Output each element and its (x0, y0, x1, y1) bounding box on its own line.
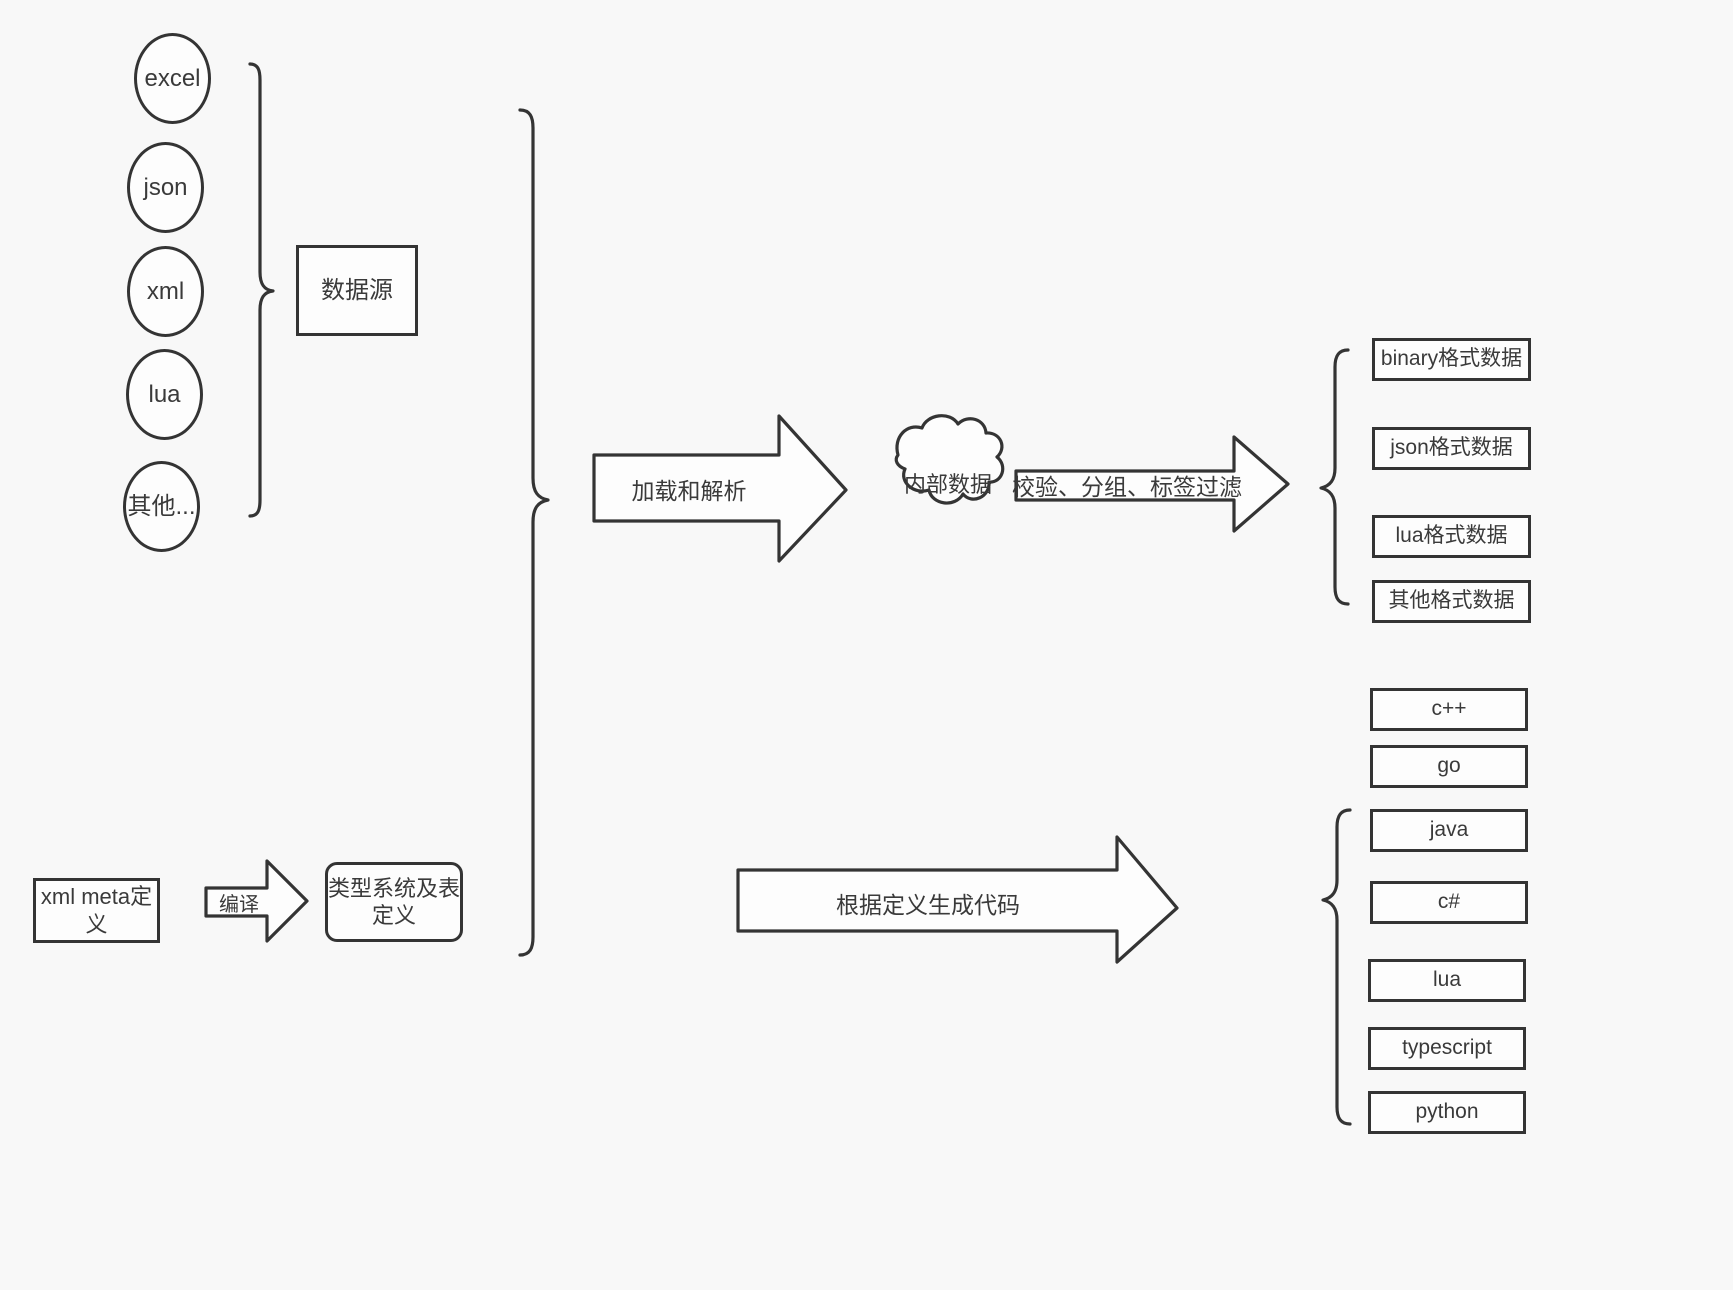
data-source-box[interactable]: 数据源 (296, 245, 418, 336)
source-node-xml-label: xml (146, 277, 185, 305)
output-language-python-label: python (1415, 1100, 1479, 1124)
source-node-excel[interactable]: excel (134, 33, 211, 124)
output-language-cpp[interactable]: c++ (1370, 688, 1528, 731)
source-node-excel-label: excel (144, 64, 201, 92)
source-group-brace (248, 62, 275, 518)
xml-meta-definition-label: xml meta定义 (40, 884, 153, 937)
source-node-other-label: 其他... (127, 492, 196, 520)
output-format-binary[interactable]: binary格式数据 (1372, 338, 1531, 381)
source-node-json-label: json (143, 173, 188, 201)
load-parse-arrow-label: 加载和解析 (631, 478, 747, 504)
output-format-json[interactable]: json格式数据 (1372, 427, 1531, 470)
data-source-box-label: 数据源 (321, 276, 393, 304)
output-format-binary-label: binary格式数据 (1380, 347, 1523, 371)
source-node-lua-label: lua (148, 380, 181, 408)
output-format-other[interactable]: 其他格式数据 (1372, 580, 1531, 623)
load-parse-arrow-label-wrap: 加载和解析 (594, 470, 784, 508)
output-language-csharp-label: c# (1437, 890, 1461, 914)
output-language-java[interactable]: java (1370, 809, 1528, 852)
pipeline-input-brace (518, 108, 550, 957)
output-language-python[interactable]: python (1368, 1091, 1526, 1134)
output-language-lua-label: lua (1432, 968, 1462, 992)
source-node-lua[interactable]: lua (126, 349, 203, 440)
output-language-cpp-label: c++ (1431, 697, 1467, 721)
output-language-java-label: java (1429, 818, 1469, 842)
output-language-go-label: go (1437, 754, 1461, 778)
output-format-brace (1319, 348, 1350, 606)
source-node-xml[interactable]: xml (127, 246, 204, 337)
output-language-go[interactable]: go (1370, 745, 1528, 788)
output-format-lua[interactable]: lua格式数据 (1372, 515, 1531, 558)
type-system-label: 类型系统及表 定义 (328, 875, 461, 929)
compile-arrow-label-wrap: 编译 (208, 886, 270, 918)
type-system-box[interactable]: 类型系统及表 定义 (325, 862, 463, 942)
output-language-brace (1321, 808, 1352, 1126)
compile-arrow-label: 编译 (219, 893, 259, 916)
source-node-json[interactable]: json (127, 142, 204, 233)
xml-meta-definition-box[interactable]: xml meta定义 (33, 878, 160, 943)
internal-data-cloud-label-wrap: 内部数据 (896, 465, 1000, 501)
output-language-csharp[interactable]: c# (1370, 881, 1528, 924)
filter-arrow-label-wrap: 校验、分组、标签过滤 (1012, 466, 1242, 504)
output-format-other-label: 其他格式数据 (1388, 589, 1515, 613)
output-language-lua[interactable]: lua (1368, 959, 1526, 1002)
output-language-typescript-label: typescript (1402, 1036, 1492, 1060)
filter-arrow-label: 校验、分组、标签过滤 (1012, 474, 1242, 500)
codegen-arrow-label: 根据定义生成代码 (836, 892, 1020, 918)
output-language-typescript[interactable]: typescript (1368, 1027, 1526, 1070)
internal-data-cloud-label: 内部数据 (903, 472, 992, 497)
codegen-arrow-label-wrap: 根据定义生成代码 (738, 884, 1118, 922)
output-format-lua-label: lua格式数据 (1395, 524, 1508, 548)
source-node-other[interactable]: 其他... (123, 461, 200, 552)
output-format-json-label: json格式数据 (1390, 436, 1513, 460)
